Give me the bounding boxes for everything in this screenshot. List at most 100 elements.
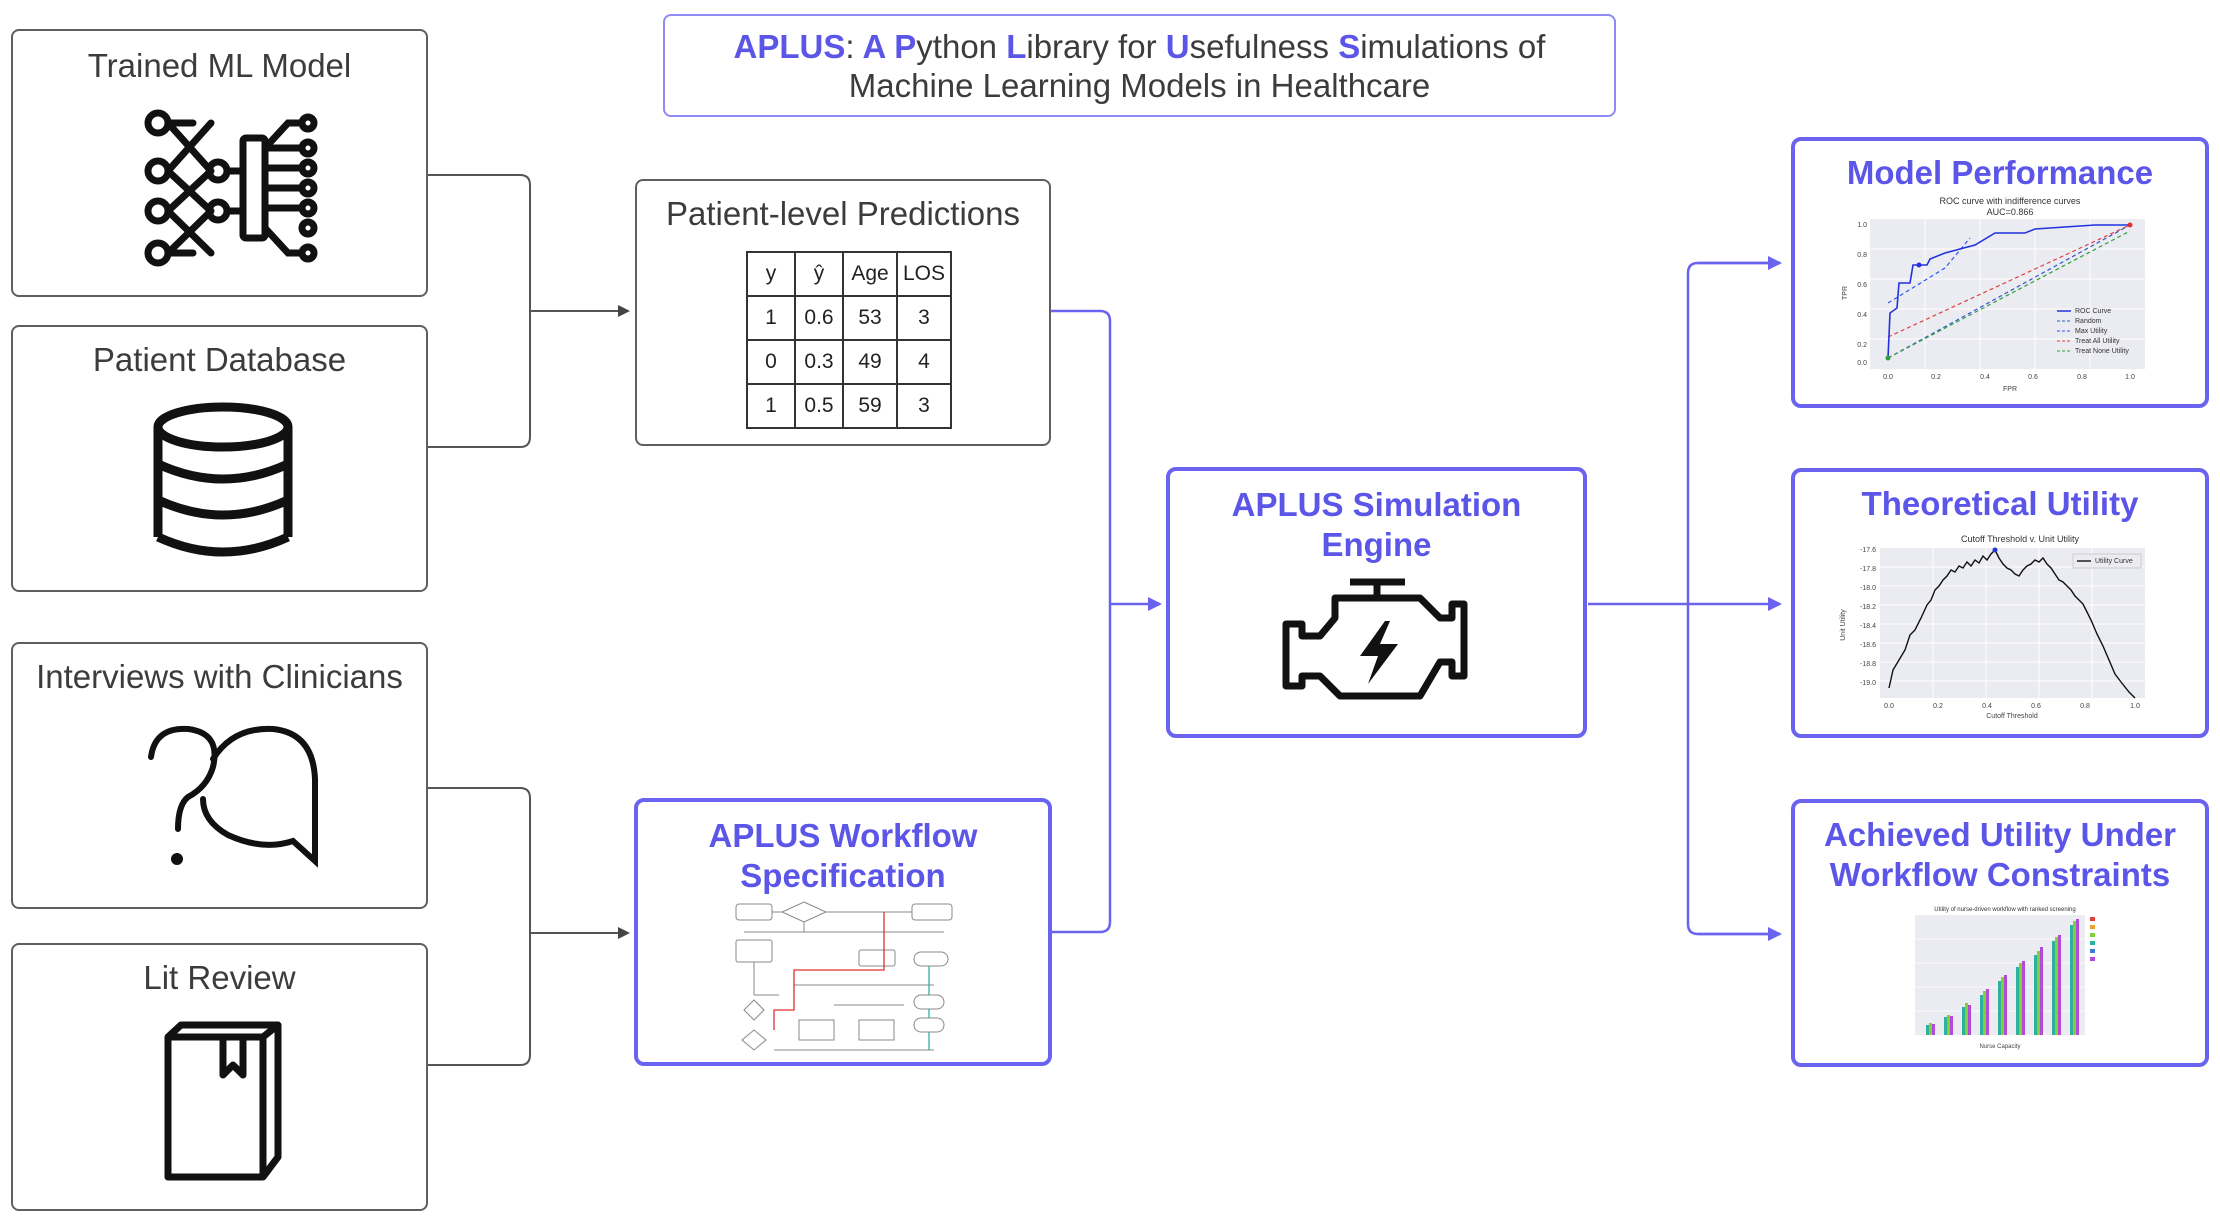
table-cell: 1 [746, 295, 796, 341]
utility-chart: Cutoff Threshold v. Unit Utility -17.6-1… [1840, 534, 2145, 720]
svg-text:1.0: 1.0 [1857, 222, 1867, 229]
roc-plot-area [1870, 219, 2145, 369]
table-cell: 4 [896, 339, 952, 385]
svg-text:0.6: 0.6 [1857, 282, 1867, 289]
wire-branch-top [1686, 261, 1780, 274]
table-cell: 59 [842, 383, 898, 429]
svg-text:0.4: 0.4 [1857, 312, 1867, 319]
svg-text:0.4: 0.4 [1980, 374, 1990, 381]
column-header: ŷ [794, 251, 844, 297]
interviews-box: Interviews with Clinicians [11, 642, 428, 909]
patient-database-label: Patient Database [92, 341, 347, 378]
roc-endpoint [2127, 222, 2133, 228]
utility-max-point [1992, 547, 1998, 553]
workflow-flowchart-thumbnail [735, 901, 953, 1051]
svg-text:-18.4: -18.4 [1860, 623, 1876, 630]
lit-review-label: Lit Review [143, 959, 296, 996]
theoretical-utility-label: Theoretical Utility [1861, 485, 2139, 522]
database-icon [153, 402, 293, 557]
svg-text:0.4: 0.4 [1982, 703, 1992, 710]
roc-chart-title: ROC curve with indifference curves [1940, 196, 2081, 206]
title-line-1: APLUS: A Python Library for Usefulness S… [733, 28, 1546, 65]
model-performance-box: Model Performance ROC curve with indiffe… [1791, 137, 2209, 408]
table-row: 0 0.3 49 4 [746, 339, 952, 385]
trained-model-label: Trained ML Model [87, 47, 352, 84]
svg-text:0.2: 0.2 [1933, 703, 1943, 710]
svg-text:-18.0: -18.0 [1860, 585, 1876, 592]
achieved-chart-title: Utility of nurse-driven workflow with ra… [1934, 907, 2075, 913]
svg-text:0.0: 0.0 [1884, 703, 1894, 710]
svg-text:Random: Random [2075, 318, 2102, 325]
table-cell: 3 [896, 383, 952, 429]
theoretical-utility-box: Theoretical Utility Cutoff Threshold v. … [1791, 468, 2209, 738]
workflow-specification-box: APLUS Workflow Specification [634, 798, 1052, 1066]
achieved-utility-label: Achieved Utility Under Workflow Constrai… [1823, 816, 2177, 893]
achieved-bars [1926, 919, 2079, 1035]
title-line-2: Machine Learning Models in Healthcare [848, 67, 1431, 104]
column-header: Age [842, 251, 898, 297]
utility-legend: Utility Curve [2072, 553, 2142, 569]
table-cell: 0.3 [794, 339, 844, 385]
neural-network-icon [144, 109, 318, 267]
svg-text:Treat All Utility: Treat All Utility [2075, 338, 2120, 345]
utility-plot-area [1880, 548, 2145, 698]
achieved-utility-chart: Utility of nurse-driven workflow with ra… [1915, 907, 2095, 1050]
simulation-engine-box: APLUS Simulation Engine [1166, 467, 1587, 738]
lit-review-box: Lit Review [11, 943, 428, 1211]
svg-text:0.8: 0.8 [2077, 374, 2087, 381]
svg-text:Treat None Utility: Treat None Utility [2075, 348, 2129, 355]
column-header: y [746, 251, 796, 297]
wire-model-db [428, 174, 531, 448]
svg-text:Utility Curve: Utility Curve [2095, 558, 2133, 565]
table-row: 1 0.6 53 3 [746, 295, 952, 341]
treat-all-line [1887, 224, 2131, 338]
table-cell: 49 [842, 339, 898, 385]
svg-text:-18.6: -18.6 [1860, 642, 1876, 649]
table-row: 1 0.5 59 3 [746, 383, 952, 429]
roc-chart: ROC curve with indifference curves AUC=0… [1842, 196, 2145, 393]
achieved-utility-box: Achieved Utility Under Workflow Constrai… [1791, 799, 2209, 1067]
treat-none-line [1887, 230, 2131, 359]
achieved-legend [2090, 917, 2095, 961]
table-cell: 3 [896, 295, 952, 341]
engine-icon [1282, 578, 1468, 700]
svg-text:Max Utility: Max Utility [2075, 328, 2108, 335]
svg-text:ROC Curve: ROC Curve [2075, 308, 2111, 315]
table-cell: 1 [746, 383, 796, 429]
predictions-box: Patient-level Predictions y ŷ Age LOS 1 … [635, 179, 1051, 446]
svg-text:-18.2: -18.2 [1860, 604, 1876, 611]
diagram-title: APLUS: A Python Library for Usefulness S… [663, 14, 1616, 117]
table-cell: 53 [842, 295, 898, 341]
table-cell: 0.6 [794, 295, 844, 341]
svg-text:0.2: 0.2 [1931, 374, 1941, 381]
svg-text:-18.8: -18.8 [1860, 661, 1876, 668]
wire-to-engine [1050, 309, 1112, 934]
svg-text:0.6: 0.6 [2031, 703, 2041, 710]
roc-optimal-point [1916, 262, 1922, 268]
svg-text:1.0: 1.0 [2130, 703, 2140, 710]
utility-xlabel: Cutoff Threshold [1986, 713, 2038, 720]
roc-chart-subtitle: AUC=0.866 [1987, 207, 2034, 217]
table-cell: 0 [746, 339, 796, 385]
predictions-label: Patient-level Predictions [665, 195, 1020, 232]
svg-text:-17.8: -17.8 [1860, 566, 1876, 573]
svg-text:0.0: 0.0 [1857, 360, 1867, 367]
table-cell: 0.5 [794, 383, 844, 429]
utility-ylabel: Unit Utility [1840, 609, 1847, 641]
utility-curve [1888, 548, 2136, 699]
workflow-label: APLUS Workflow Specification [708, 817, 978, 894]
svg-text:0.8: 0.8 [2080, 703, 2090, 710]
wire-interviews-lit [428, 787, 531, 1066]
roc-startpoint [1885, 355, 1891, 361]
svg-text:0.6: 0.6 [2028, 374, 2038, 381]
engine-label: APLUS Simulation Engine [1231, 486, 1522, 563]
roc-legend: ROC Curve Random Max Utility Treat All U… [2057, 308, 2129, 355]
book-icon [164, 1021, 282, 1181]
roc-ylabel: TPR [1842, 286, 1849, 300]
svg-text:1.0: 1.0 [2125, 374, 2135, 381]
model-performance-label: Model Performance [1846, 154, 2154, 191]
column-header: LOS [896, 251, 952, 297]
svg-text:0.8: 0.8 [1857, 252, 1867, 259]
roc-xlabel: FPR [2003, 386, 2017, 393]
